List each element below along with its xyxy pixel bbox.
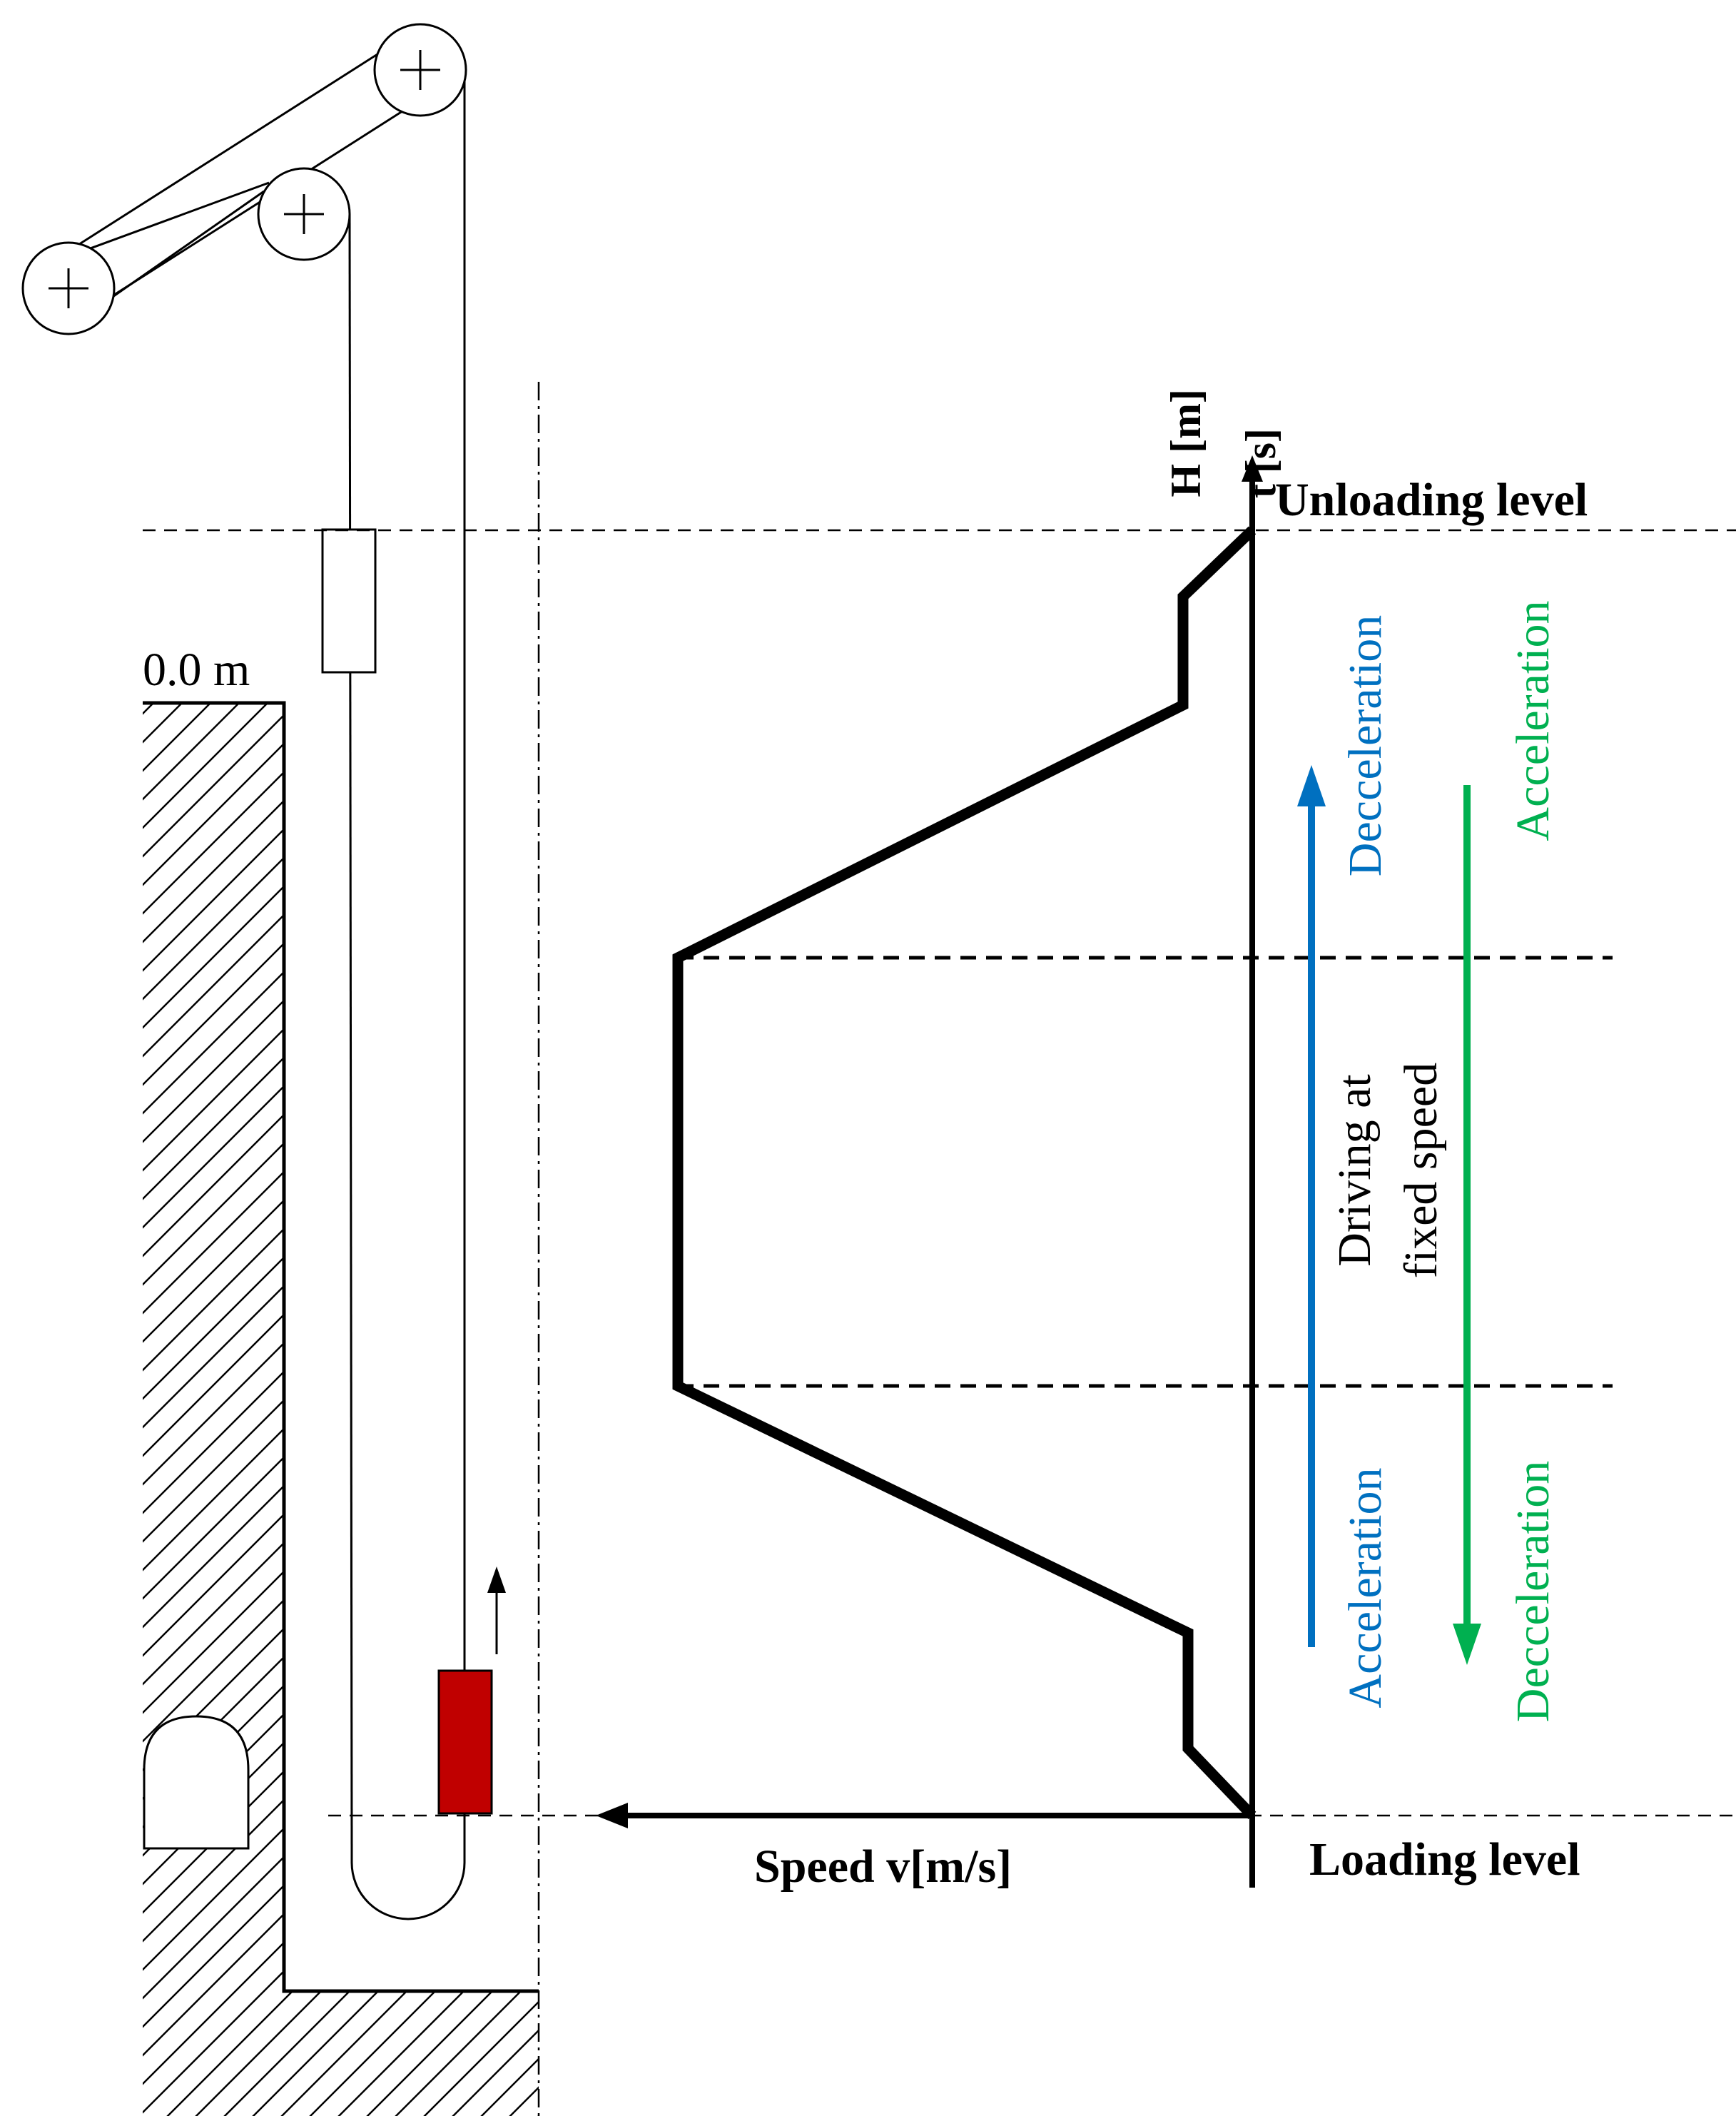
downward-acceleration-label: Acceleration	[1507, 600, 1559, 841]
unloading-level-label: Unloading level	[1275, 474, 1588, 526]
rock-mass-hatching	[143, 703, 539, 2116]
tunnel-opening	[143, 1715, 250, 1850]
sheave-icon	[257, 167, 351, 261]
rope-left-vertical	[348, 213, 353, 1851]
sheave-icon	[21, 241, 116, 335]
rope-lower	[86, 190, 265, 316]
surface-level-label: 0.0 m	[143, 644, 250, 696]
shaft-drawing	[21, 23, 540, 2116]
loading-level-label: Loading level	[1309, 1833, 1580, 1885]
upward-deceleration-label: Decceleration	[1339, 615, 1391, 876]
arrow-up-icon	[1297, 765, 1326, 806]
arrow-down-icon	[1453, 1624, 1481, 1665]
empty-skip	[321, 528, 377, 674]
shaft-wall	[143, 701, 539, 1993]
h-axis-label: H [m]	[1162, 389, 1209, 497]
tail-rope-loop	[350, 1848, 466, 1920]
rope-upper	[51, 38, 402, 263]
speed-axis-label: Speed v[m/s]	[754, 1841, 1012, 1893]
sheave-icon	[373, 23, 467, 117]
arrow-left-icon	[596, 1803, 628, 1828]
upward-acceleration-label: Acceleration	[1339, 1467, 1391, 1708]
speed-profile-curve	[672, 526, 1257, 1820]
arrow-up-icon	[1242, 455, 1263, 482]
loaded-skip	[437, 1669, 493, 1815]
t-axis-label: t [s]	[1237, 428, 1284, 498]
arrow-up-icon	[487, 1566, 506, 1593]
constant-speed-label-line1: Driving at	[1329, 1074, 1381, 1266]
speed-profile	[596, 455, 1613, 1888]
downward-deceleration-label: Decceleration	[1507, 1461, 1559, 1722]
constant-speed-label-line2: fixed speed	[1395, 1063, 1447, 1278]
